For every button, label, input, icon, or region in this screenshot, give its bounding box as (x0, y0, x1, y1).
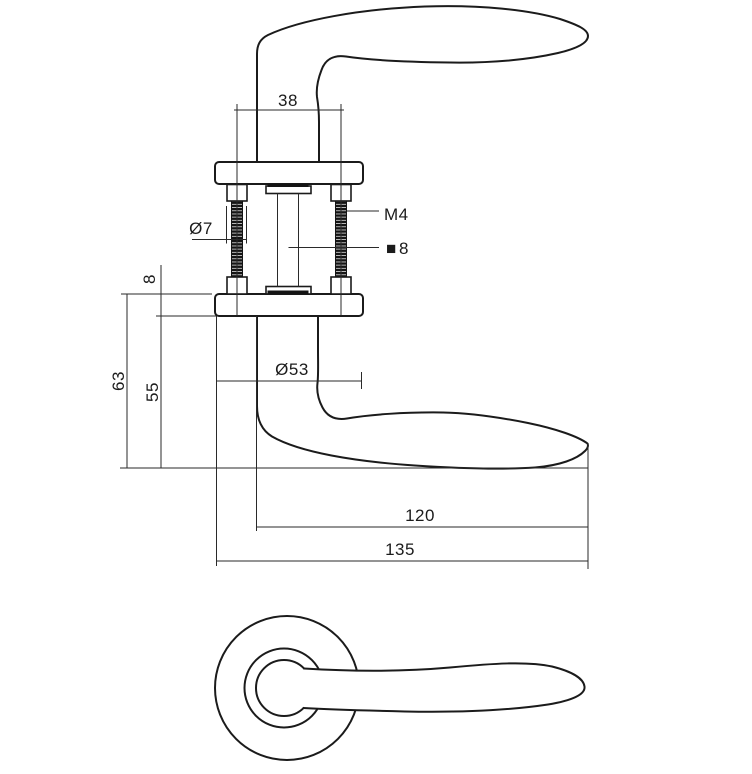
dim-overall-length: 135 (385, 540, 415, 559)
dim-bush-diameter: Ø7 (189, 219, 213, 238)
square-value: 8 (399, 239, 409, 258)
front-view (214, 615, 586, 761)
dim-grip-length: 120 (405, 506, 435, 525)
upper-lever-outline (256, 5, 589, 164)
side-view: 38 Ø7 M4 ■ 8 8 63 55 Ø53 120 135 (109, 5, 589, 569)
dim-rose-diameter: Ø53 (275, 360, 309, 379)
lower-lever-outline (256, 315, 589, 470)
dim-overall-height: 63 (109, 371, 128, 391)
spindle-collar-bottom (267, 290, 309, 294)
square-symbol: ■ (386, 239, 397, 258)
dim-bolt-spacing: 38 (278, 91, 298, 110)
spindle-shaft (277, 193, 299, 287)
dim-handle-height: 55 (143, 382, 162, 402)
dimension-lines (120, 109, 589, 569)
spindle-collar-top (267, 183, 309, 187)
front-lever-fill (303, 663, 585, 712)
front-lever-outline (302, 662, 586, 713)
spindle-washer-top (265, 185, 312, 195)
dim-thread: M4 (384, 205, 409, 224)
dim-square-spindle: ■ 8 (386, 239, 409, 258)
dim-rose-thickness: 8 (140, 274, 159, 284)
